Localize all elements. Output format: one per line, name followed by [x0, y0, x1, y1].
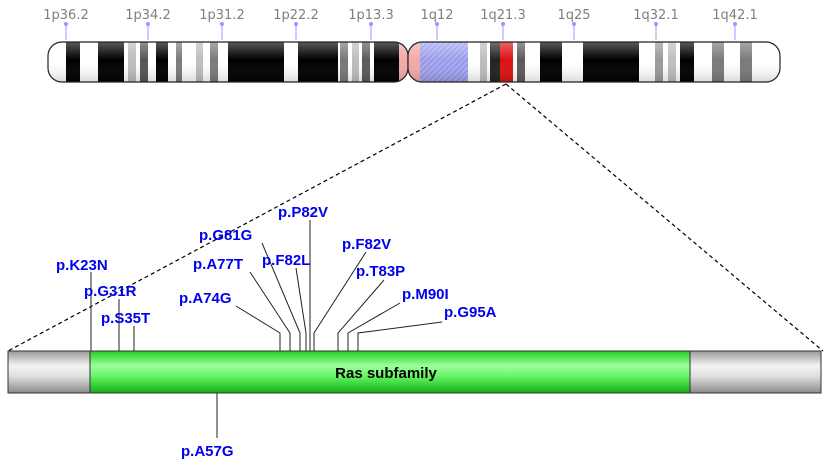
band-tick-dot: [733, 22, 737, 26]
band-label: 1q25: [557, 8, 590, 23]
band-tick-dot: [501, 22, 505, 26]
mutation-leader-line: [295, 267, 307, 351]
band-tick-dot: [369, 22, 373, 26]
n-terminal-region: [7, 350, 93, 394]
mutation-label: p.A74G: [179, 290, 232, 307]
mutation-label: p.A57G: [181, 443, 234, 460]
mutation-leader-line: [235, 305, 281, 351]
mutation-leader-line: [337, 279, 385, 351]
mutation-leader-line: [347, 302, 401, 351]
band-label: 1p36.2: [43, 8, 88, 23]
band-label: 1p13.3: [348, 8, 393, 23]
domain-label: Ras subfamily: [335, 365, 437, 382]
band-label: 1p22.2: [273, 8, 318, 23]
band-tick-dot: [294, 22, 298, 26]
mutation-label: p.G81G: [199, 227, 252, 244]
band-labels: 1p36.2 1p34.2 1p31.2 1p22.2 1p13.3 1q12 …: [43, 8, 757, 23]
mutation-leader-line: [261, 242, 301, 351]
mutation-label: p.F82L: [262, 252, 310, 269]
mutation-leader-line: [357, 321, 443, 351]
band-ticks: [64, 22, 737, 40]
band-tick-dot: [220, 22, 224, 26]
mutation-label: p.G31R: [84, 283, 137, 300]
mutation-label: p.P82V: [278, 204, 328, 221]
protein-bar: Ras subfamily: [7, 350, 822, 394]
mutation-label: p.F82V: [342, 236, 391, 253]
band-label: 1p31.2: [199, 8, 244, 23]
band-label: 1p34.2: [125, 8, 170, 23]
mutation-label: p.A77T: [193, 256, 243, 273]
band-tick-dot: [146, 22, 150, 26]
band-tick-dot: [435, 22, 439, 26]
band-label: 1q12: [420, 8, 453, 23]
band-label: 1q42.1: [712, 8, 757, 23]
mutation-label: p.T83P: [356, 263, 405, 280]
band-label: 1q32.1: [633, 8, 678, 23]
p-arm: [48, 42, 408, 82]
band-label: 1q21.3: [480, 8, 525, 23]
mutation-leader-line: [313, 251, 367, 351]
band-tick-dot: [654, 22, 658, 26]
mutation-leader-line: [249, 271, 291, 351]
mutation-label: p.G95A: [444, 304, 497, 321]
c-terminal-region: [689, 350, 822, 394]
band-tick-dot: [572, 22, 576, 26]
q-arm: [408, 42, 780, 82]
band-tick-dot: [64, 22, 68, 26]
mutation-label: p.S35T: [101, 310, 150, 327]
ras-subfamily-domain: [89, 350, 691, 394]
mutation-label: p.M90I: [402, 286, 449, 303]
mutation-label: p.K23N: [56, 257, 108, 274]
chromosome-ideogram: [47, 41, 781, 83]
mutation-labels: p.K23N p.G31R p.S35T p.A74G p.A77T p.G81…: [56, 204, 497, 460]
mutation-leader-lines: [90, 220, 443, 438]
